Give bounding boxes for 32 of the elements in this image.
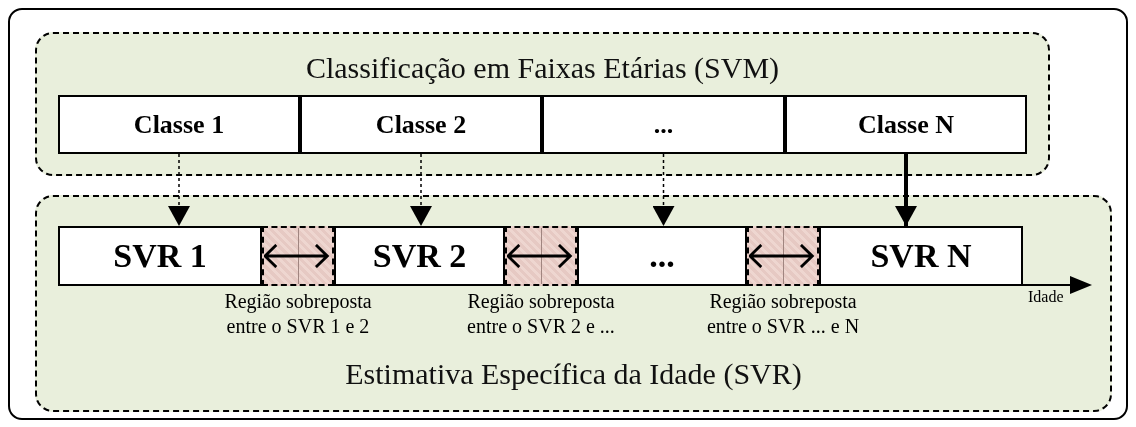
class-label: Classe 1: [133, 109, 225, 140]
outer-frame: [8, 8, 1128, 420]
arrow: [895, 154, 917, 226]
axis-label: Idade: [1028, 288, 1064, 306]
regressor-box: [577, 226, 747, 286]
class-cell: [542, 95, 785, 154]
arrow: [168, 153, 190, 227]
class-label: Classe 2: [375, 109, 467, 140]
overlap-region: [262, 226, 334, 286]
arrow: [410, 153, 432, 227]
overlap-region: [747, 226, 819, 286]
group-panel: [35, 195, 1112, 412]
regressor-label: SVR 1: [113, 237, 207, 275]
class-label: ...: [653, 109, 674, 140]
group-title: Estimativa Específica da Idade (SVR): [344, 357, 803, 391]
class-cell: [58, 95, 300, 154]
overlap-caption: Região sobreposta entre o SVR 1 e 2: [223, 289, 373, 339]
class-cell: [785, 95, 1027, 154]
regressor-box: [334, 226, 505, 286]
overlap-caption: Região sobreposta entre o SVR 2 e ...: [466, 289, 616, 339]
regressor-label: SVR 2: [372, 237, 467, 275]
arrow: [652, 153, 675, 227]
group-title: Classificação em Faixas Etárias (SVM): [304, 51, 781, 85]
regressor-label: SVR N: [870, 237, 972, 275]
regressor-label: ...: [649, 237, 675, 275]
group-panel: [35, 32, 1050, 176]
class-label: Classe N: [857, 109, 955, 140]
class-cell: [300, 95, 542, 154]
regressor-box: [58, 226, 262, 286]
overlap-region: [505, 226, 577, 286]
overlap-caption: Região sobreposta entre o SVR ... e N: [705, 289, 861, 339]
regressor-box: [819, 226, 1023, 286]
